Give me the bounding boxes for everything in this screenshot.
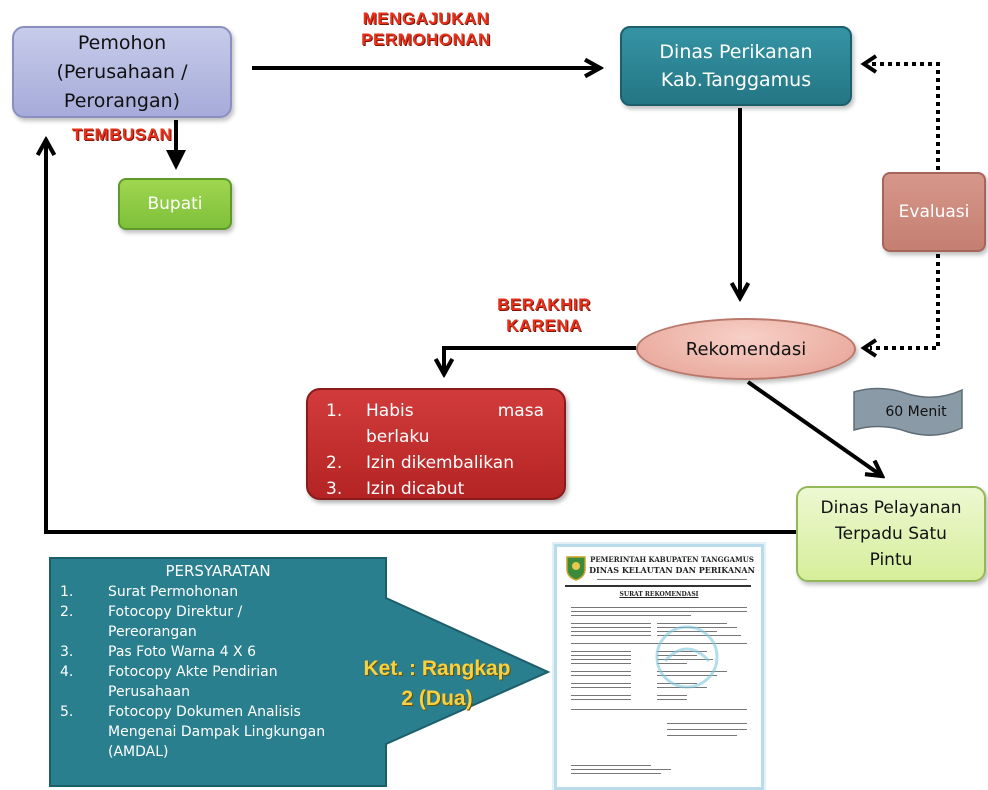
label-tembusan: TEMBUSAN (71, 125, 173, 144)
persyaratan-item-2-line1: Fotocopy Direktur / (108, 604, 243, 620)
persyaratan-title: PERSYARATAN (165, 562, 271, 580)
persyaratan-item-4-line1: Fotocopy Akte Pendirian (108, 664, 278, 680)
pemohon-line3: Perorangan) (63, 89, 181, 112)
persyaratan-item-5-line3: (AMDAL) (108, 744, 169, 760)
berakhir-item-3-num: 3. (326, 479, 343, 499)
persyaratan-item-4-line2: Perusahaan (108, 684, 190, 700)
berakhir-item-3: 3. Izin dicabut (326, 476, 544, 502)
menit-flag-shape (853, 387, 963, 436)
persyaratan-item-2-line2: Pereorangan (108, 624, 197, 640)
dotted-evaluasi-to-rekomendasi (870, 254, 940, 350)
label-mengajukan-line1: MENGAJUKAN (362, 9, 490, 28)
arrow-dpts-to-pemohon (46, 140, 796, 534)
persyaratan-item-3-text: Pas Foto Warna 4 X 6 (108, 644, 257, 660)
persyaratan-item-1-num: 1. (60, 584, 74, 600)
berakhir-item-1-word-c: berlaku (366, 427, 430, 447)
node-dinas-perikanan: Dinas Perikanan Kab.Tanggamus (620, 26, 852, 106)
menit-label: 60 Menit (885, 404, 947, 420)
label-mengajukan-permohonan: MENGAJUKAN PERMOHONAN (336, 8, 516, 50)
dpts-line2: Terpadu Satu (835, 524, 947, 544)
persyaratan-item-1-text: Surat Permohonan (108, 584, 239, 600)
persyaratan-item-4-num: 4. (60, 664, 74, 680)
berakhir-item-1-num: 1. (326, 401, 343, 421)
doc-title: SURAT REKOMENDASI (619, 591, 699, 598)
persyaratan-item-5: 5. Fotocopy Dokumen Analisis Mengenai Da… (60, 702, 360, 762)
dotted-chevron-bottom (860, 338, 878, 358)
berakhir-item-1-word-a: Habis (366, 401, 414, 421)
dinas-line2: Kab.Tanggamus (660, 69, 812, 91)
persyaratan-callout-shape (49, 557, 551, 787)
persyaratan-item-3: 3. Pas Foto Warna 4 X 6 (60, 642, 360, 662)
persyaratan-list: 1. Surat Permohonan 2. Fotocopy Direktur… (60, 582, 360, 762)
pemohon-line1: Pemohon (77, 31, 167, 54)
dotted-evaluasi-to-dinas (870, 62, 940, 170)
pemohon-line2: (Perusahaan / (56, 60, 188, 83)
dotted-chevron-top (860, 54, 878, 74)
berakhir-item-1: 1. Habis masa berlaku (326, 398, 544, 450)
node-bupati: Bupati (118, 178, 232, 230)
persyaratan-item-5-line2: Mengenai Dampak Lingkungan (108, 724, 326, 740)
persyaratan-item-3-num: 3. (60, 644, 74, 660)
persyaratan-item-4: 4. Fotocopy Akte Pendirian Perusahaan (60, 662, 360, 702)
persyaratan-item-2-num: 2. (60, 604, 74, 620)
persyaratan-item-5-line1: Fotocopy Dokumen Analisis (108, 704, 301, 720)
label-mengajukan-line2: PERMOHONAN (361, 30, 491, 49)
doc-watermark-icon (655, 625, 719, 689)
arrow-rekomendasi-to-dpts (746, 380, 882, 476)
doc-signature: ​ (667, 751, 747, 757)
bupati-label: Bupati (147, 194, 203, 214)
node-dinas-pelayanan-terpadu: Dinas Pelayanan Terpadu Satu Pintu (796, 486, 986, 582)
label-berakhir-line2: KARENA (506, 316, 582, 335)
label-berakhir-karena: BERAKHIR KARENA (484, 294, 604, 336)
node-pemohon: Pemohon (Perusahaan / Perorangan) (12, 26, 232, 118)
node-evaluasi: Evaluasi (882, 172, 986, 252)
doc-header1: PEMERINTAH KABUPATEN TANGGAMUS (590, 555, 754, 564)
berakhir-item-1-word-b: masa (497, 401, 544, 421)
berakhir-item-2: 2. Izin dikembalikan (326, 450, 544, 476)
dinas-line1: Dinas Perikanan (659, 41, 813, 63)
persyaratan-item-5-num: 5. (60, 704, 74, 720)
document-surat-rekomendasi: PEMERINTAH KABUPATEN TANGGAMUS DINAS KEL… (554, 544, 764, 790)
ket-rangkap: Ket. : Rangkap 2 (Dua) (352, 654, 522, 714)
node-rekomendasi: Rekomendasi (636, 318, 856, 380)
regency-logo-icon (566, 556, 586, 581)
label-berakhir-line1: BERAKHIR (497, 295, 591, 314)
persyaratan-item-2: 2. Fotocopy Direktur / Pereorangan (60, 602, 360, 642)
dpts-line1: Dinas Pelayanan (820, 498, 962, 518)
persyaratan-item-1: 1. Surat Permohonan (60, 582, 360, 602)
doc-header2: DINAS KELAUTAN DAN PERIKANAN (589, 565, 755, 575)
dpts-line3: Pintu (869, 550, 913, 570)
rekomendasi-label: Rekomendasi (685, 338, 807, 360)
berakhir-item-2-text: Izin dikembalikan (366, 453, 515, 473)
berakhir-item-2-num: 2. (326, 453, 343, 473)
evaluasi-label: Evaluasi (898, 202, 970, 222)
node-berakhir-list: 1. Habis masa berlaku 2. Izin dikembalik… (306, 388, 566, 500)
ket-line1: Ket. : Rangkap (363, 657, 511, 680)
ket-line2: 2 (Dua) (401, 687, 473, 710)
berakhir-item-3-text: Izin dicabut (366, 479, 465, 499)
arrow-rekomendasi-to-berakhir (444, 346, 636, 374)
